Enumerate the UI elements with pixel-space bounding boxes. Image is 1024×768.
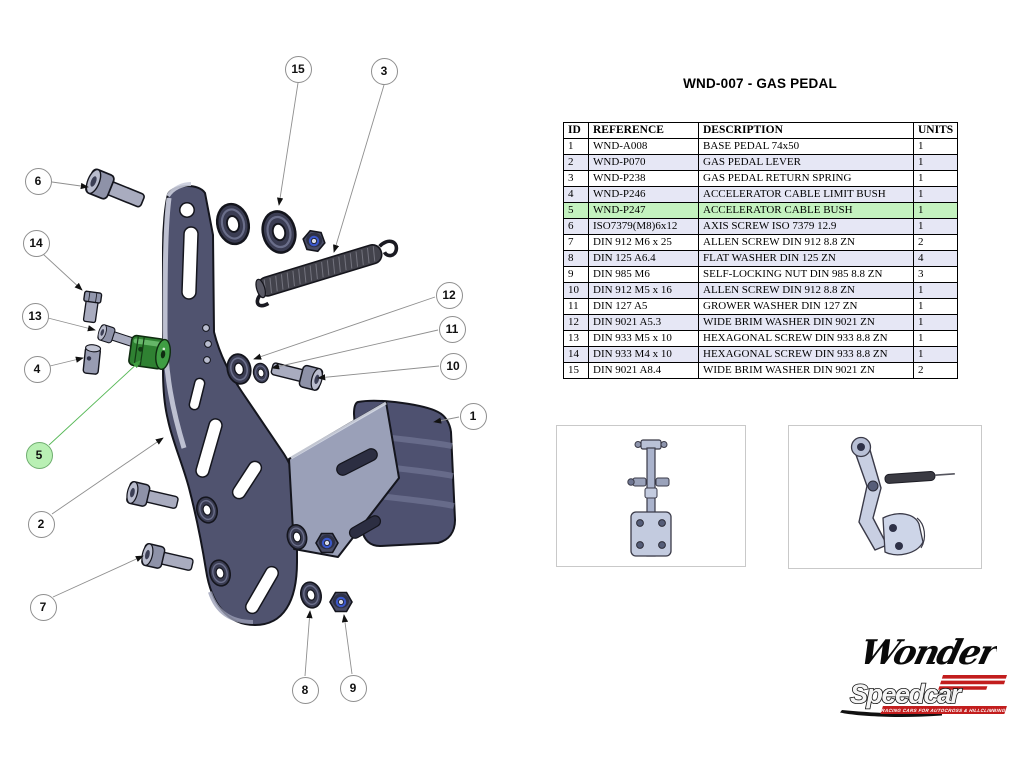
return-spring xyxy=(255,239,399,308)
lock-nut-9 xyxy=(329,591,353,613)
callout-4: 4 xyxy=(23,355,51,383)
lock-nut-mid xyxy=(315,532,339,554)
lock-nut-top xyxy=(300,228,328,254)
base-pedal xyxy=(288,399,457,558)
speedcar-stripes xyxy=(938,675,1008,690)
gas-pedal-lever xyxy=(162,182,298,627)
wonder-logo: Wonder xyxy=(852,624,1005,680)
col-header-description: DESCRIPTION xyxy=(698,122,914,139)
speedcar-logo-text: Speedcar xyxy=(850,679,963,709)
exploded-view-diagram xyxy=(42,82,460,677)
callout-1: 1 xyxy=(459,402,487,430)
callout-8: 8 xyxy=(291,676,319,704)
callout-15: 15 xyxy=(284,55,312,83)
col-header-id: ID xyxy=(563,122,589,139)
side-view-sketch xyxy=(850,436,955,556)
washer-top-a xyxy=(211,199,255,249)
speedcar-tagline-text: RACING CARS FOR AUTOCROSS & HILLCLIMBING xyxy=(881,708,1007,713)
callout-2: 2 xyxy=(27,510,55,538)
col-header-units: UNITS xyxy=(913,122,958,139)
front-view-sketch xyxy=(627,439,672,557)
callout-13: 13 xyxy=(21,302,49,330)
wonder-logo-text: Wonder xyxy=(856,633,997,672)
axis-screw-6 xyxy=(82,166,149,214)
grower-washer-11 xyxy=(251,361,271,385)
callout-11: 11 xyxy=(438,315,466,343)
accelerator-cable-bush-5 xyxy=(128,334,171,370)
callout-3: 3 xyxy=(370,57,398,85)
hex-screw-14 xyxy=(82,290,103,324)
leader-lines xyxy=(42,82,460,677)
callout-9: 9 xyxy=(339,674,367,702)
allen-screw-7b xyxy=(139,542,196,577)
flat-washer-8 xyxy=(297,579,325,611)
wide-brim-washer-15 xyxy=(257,206,301,258)
page-title: WND-007 - GAS PEDAL xyxy=(683,76,837,91)
speedcar-logo: Speedcar RACING CARS FOR AUTOCROSS & HIL… xyxy=(838,672,1014,724)
thumbnail-side-view xyxy=(788,425,982,569)
callout-6: 6 xyxy=(24,167,52,195)
callout-7: 7 xyxy=(29,593,57,621)
thumbnail-front-view xyxy=(556,425,746,567)
table-header-row: ID REFERENCE DESCRIPTION UNITS xyxy=(563,122,958,139)
callout-5-highlighted: 5 xyxy=(25,441,53,469)
cable-limit-bush-4 xyxy=(82,344,102,375)
callout-14: 14 xyxy=(22,229,50,257)
speedcar-tagline-bar: RACING CARS FOR AUTOCROSS & HILLCLIMBING xyxy=(880,706,1007,714)
col-header-reference: REFERENCE xyxy=(588,122,699,139)
allen-screw-7a xyxy=(124,480,181,515)
callout-12: 12 xyxy=(435,281,463,309)
callout-10: 10 xyxy=(439,352,467,380)
